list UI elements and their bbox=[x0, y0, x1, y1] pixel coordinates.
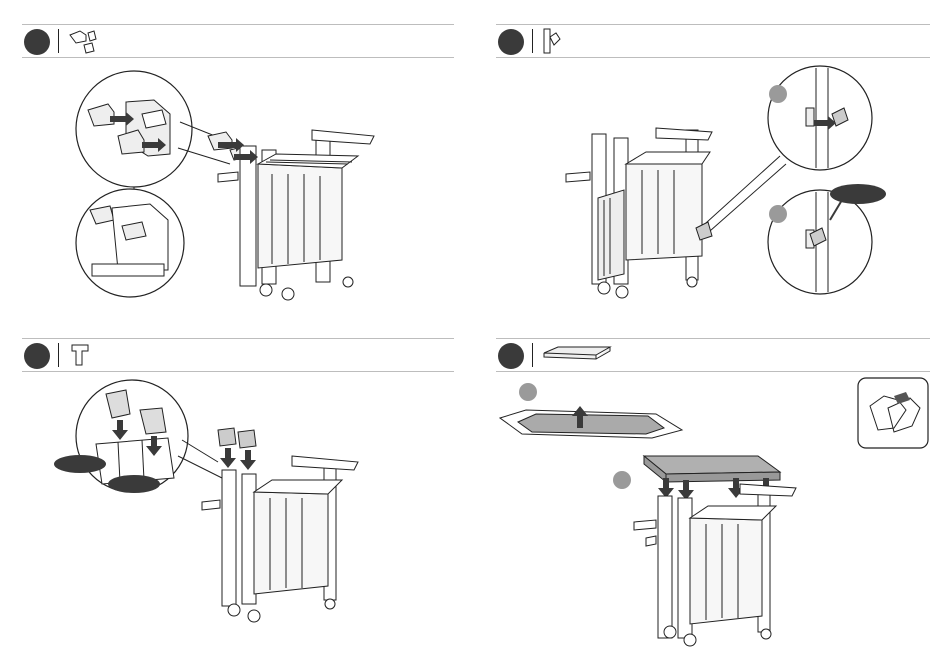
sub-step-marker-b bbox=[613, 471, 631, 489]
click-callout-b bbox=[108, 475, 160, 493]
sub-step-marker-a bbox=[519, 383, 537, 401]
step-1-illustration bbox=[22, 24, 454, 314]
zoom-circle-upper bbox=[768, 66, 872, 170]
step-panel-1 bbox=[22, 24, 454, 314]
cart-step-2 bbox=[566, 128, 712, 298]
step-2-illustration bbox=[496, 24, 930, 314]
cart-step-1 bbox=[208, 130, 374, 300]
sub-step-marker-b bbox=[769, 205, 787, 223]
step-panel-3 bbox=[22, 338, 454, 658]
sub-step-marker-a bbox=[769, 85, 787, 103]
step-3-illustration bbox=[22, 338, 454, 658]
cart-cap-arrows bbox=[220, 448, 256, 470]
click-callout bbox=[830, 184, 886, 204]
step-4-illustration bbox=[496, 338, 930, 658]
step-panel-2 bbox=[496, 24, 930, 314]
cart-step-4 bbox=[634, 484, 796, 646]
gloves-icon bbox=[858, 378, 928, 448]
step-panel-4 bbox=[496, 338, 930, 658]
click-callout-a bbox=[54, 455, 106, 473]
film-tray bbox=[500, 410, 682, 438]
